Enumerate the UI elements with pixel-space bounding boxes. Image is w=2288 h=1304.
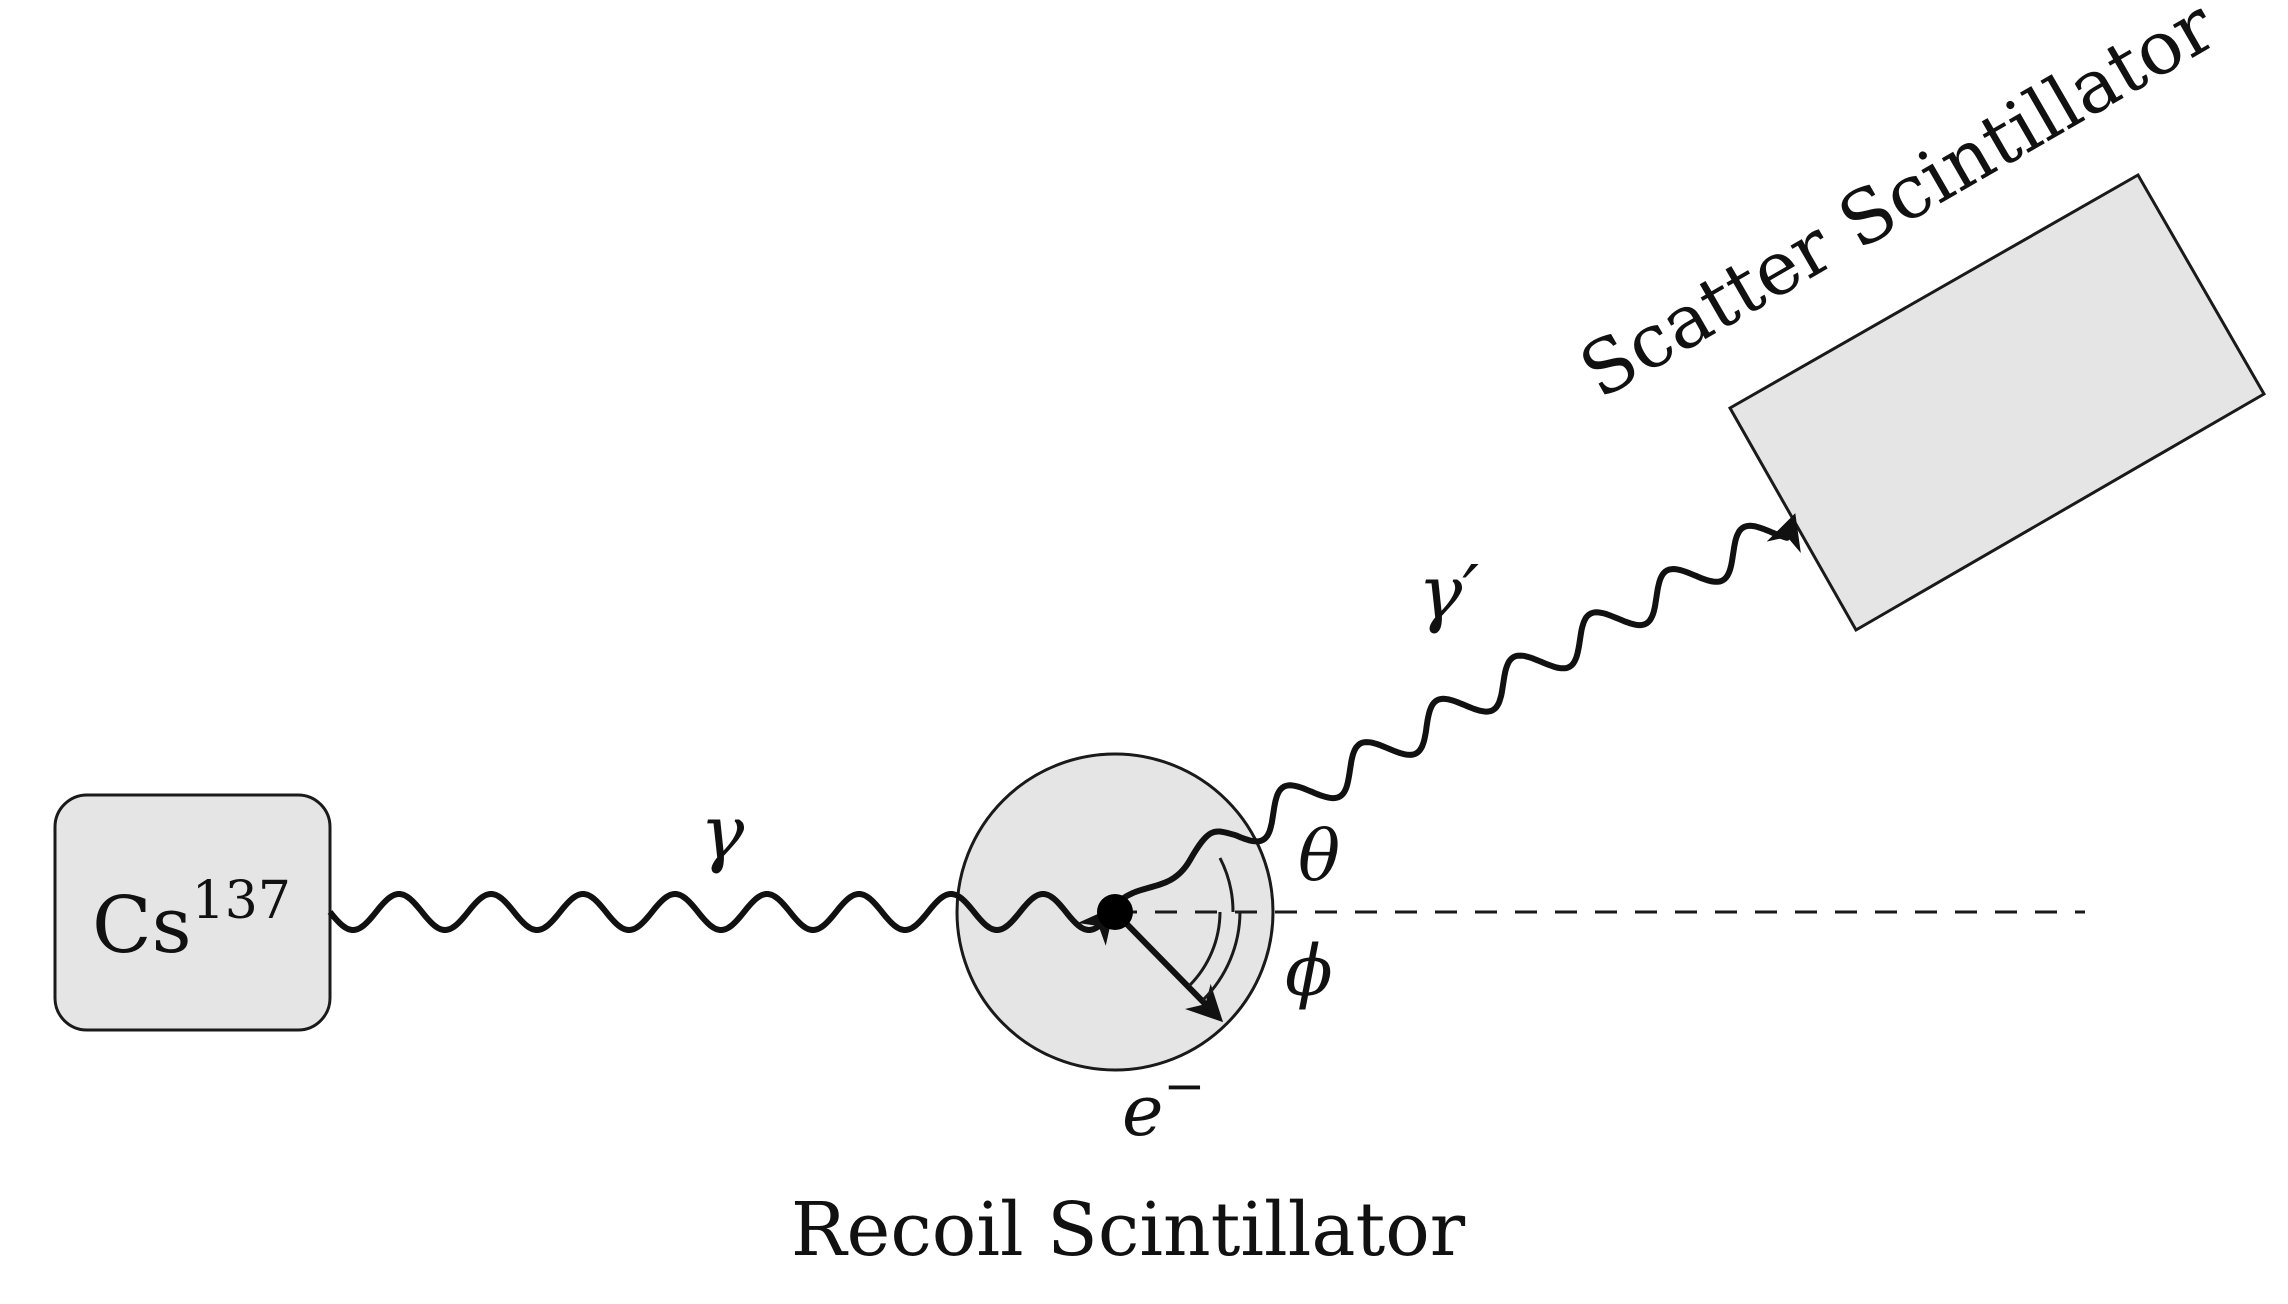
electron-label: e− <box>1122 1057 1205 1152</box>
theta-angle-arc <box>1218 857 1235 913</box>
cs-mass-number: 137 <box>192 871 291 931</box>
electron-charge: − <box>1163 1057 1205 1115</box>
interaction-point <box>1097 894 1133 930</box>
phi-angle-arc-inner <box>1187 911 1222 988</box>
theta-label: θ <box>1298 815 1340 897</box>
scatter-scintillator <box>1727 172 2267 633</box>
electron-recoil-arrow <box>1112 909 1224 1023</box>
electron-symbol: e <box>1122 1070 1163 1152</box>
scattered-photon-wave <box>1112 513 1801 908</box>
incoming-photon-wave <box>327 891 1115 946</box>
recoil-scintillator-label: Recoil Scintillator <box>791 1187 1466 1273</box>
scattered-photon-label: γ′ <box>1418 550 1479 636</box>
phi-label: ϕ <box>1285 930 1333 1012</box>
cs-source-label: Cs137 <box>92 871 291 971</box>
phi-angle-arc-outer <box>1201 911 1242 1002</box>
incoming-photon-label: γ <box>700 790 745 876</box>
cs-element-symbol: Cs <box>92 881 192 971</box>
scattered-photon-label-text: γ′ <box>1418 550 1479 636</box>
